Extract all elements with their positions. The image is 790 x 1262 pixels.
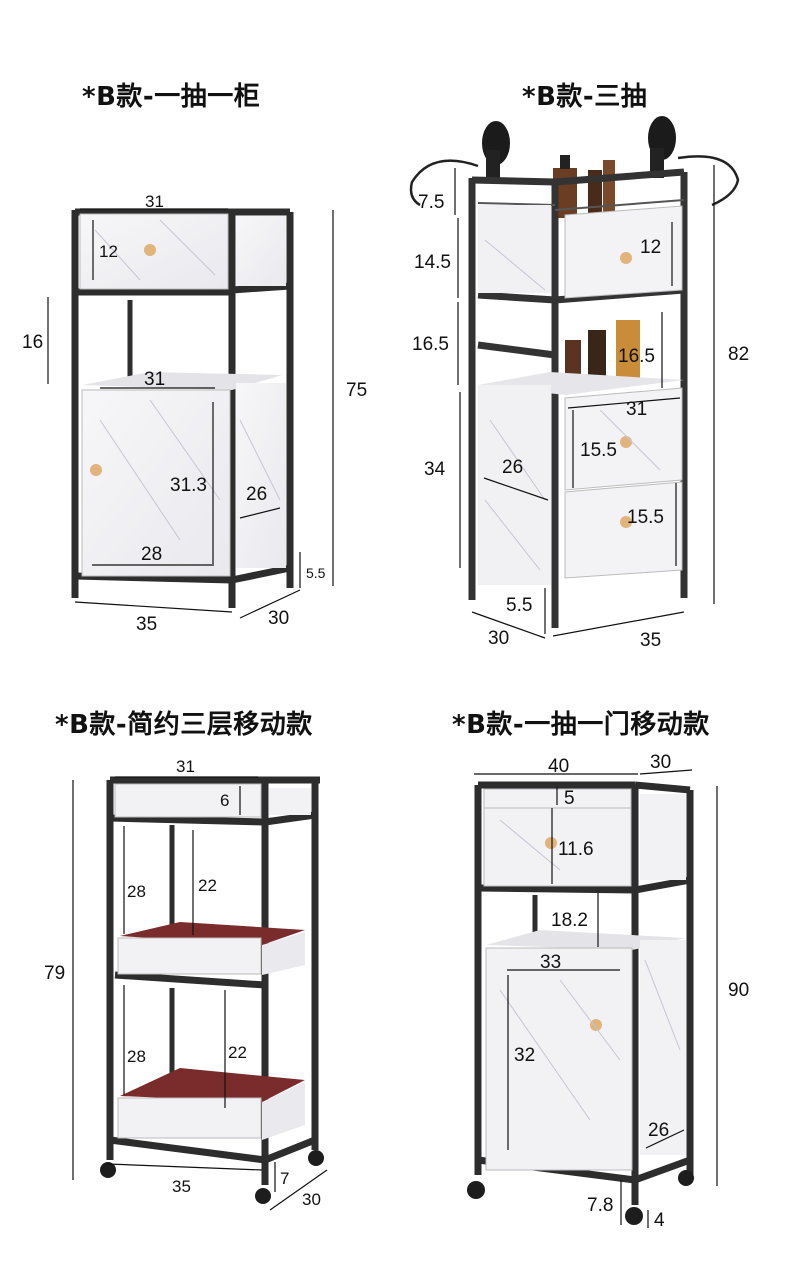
dim-level-gap-right-1: 22 (198, 876, 217, 895)
dim-base-height: 5.5 (306, 565, 326, 581)
dim-shelf-gap: 16 (22, 332, 43, 353)
panel-2-title: *B款-三抽 (522, 82, 648, 112)
dim-level-gap-right-2: 22 (228, 1043, 247, 1062)
dim-total-height: 79 (44, 963, 65, 984)
dim-door-width: 28 (141, 544, 162, 565)
dim-door-height: 31.3 (170, 475, 207, 496)
dim-inner-depth: 26 (246, 484, 267, 505)
dim-outer-depth: 30 (302, 1190, 321, 1209)
dim-drawer-height: 11.6 (558, 839, 594, 860)
dim-shelf-gap: 16.5 (412, 334, 449, 355)
dim-cabinet-width: 33 (540, 952, 561, 973)
dim-drawer-top: 12 (640, 237, 661, 258)
dim-level-gap-left-2: 28 (127, 1047, 146, 1066)
dim-top-depth: 6 (220, 791, 229, 810)
panel-3-title: *B款-简约三层移动款 (55, 710, 313, 740)
dim-outer-depth: 30 (488, 628, 509, 649)
dim-bottle-height: 16.5 (618, 346, 655, 367)
dim-cabinet-height: 34 (424, 459, 446, 480)
dim-base-height: 7 (280, 1169, 289, 1188)
dim-base-gap: 4 (654, 1210, 665, 1231)
dim-top-rail: 7.5 (418, 192, 444, 213)
drawer-knob (545, 837, 557, 849)
dim-outer-width: 40 (548, 756, 569, 777)
panel-4-title: *B款-一抽一门移动款 (452, 710, 710, 740)
frame (71, 208, 294, 608)
dim-outer-width: 35 (172, 1177, 191, 1196)
dim-total-height: 90 (728, 980, 749, 1001)
wheels (467, 1170, 694, 1225)
drawer (79, 213, 229, 290)
panel-1-cabinet-illustration: 31 12 16 31 75 31.3 26 28 5.5 35 30 (0, 180, 395, 650)
dim-outer-width: 35 (640, 630, 661, 651)
dim-top-gap: 5 (564, 788, 575, 809)
dim-inner-depth: 26 (502, 457, 523, 478)
panel-4-cabinet-illustration: 40 30 5 11.6 18.2 33 90 32 26 7.8 4 (395, 750, 790, 1240)
dim-outer-depth: 30 (650, 752, 671, 773)
panel-3-cart-illustration: 31 6 28 22 79 28 22 7 35 30 (0, 750, 395, 1230)
dim-base-height: 5.5 (506, 595, 532, 616)
dim-outer-width: 35 (136, 614, 157, 635)
dim-drawer-top-gap: 14.5 (414, 252, 451, 273)
dim-drawer-width: 31 (626, 399, 647, 420)
panel-1-title: *B款-一抽一柜 (82, 82, 261, 112)
dim-top-width: 31 (176, 757, 195, 776)
dim-inner-depth: 26 (648, 1120, 669, 1141)
dim-level-gap-left-1: 28 (127, 882, 146, 901)
dim-shelf-gap: 18.2 (551, 910, 588, 931)
dim-cabinet-width: 31 (144, 369, 165, 390)
hair-dryer-right (648, 116, 740, 207)
wheels (100, 1150, 324, 1204)
dim-total-height: 75 (346, 380, 367, 401)
dim-door-height: 32 (514, 1045, 535, 1066)
dim-drawer-mid: 15.5 (580, 440, 617, 461)
bottles-middle (565, 320, 640, 388)
hair-dryer-left (409, 121, 510, 207)
door-knob (90, 464, 102, 476)
cabinet-door (81, 389, 231, 577)
drawer-knob (144, 244, 156, 256)
dim-total-height: 82 (728, 344, 749, 365)
dim-drawer-height: 12 (99, 242, 118, 261)
dim-drawer-width: 31 (145, 192, 164, 211)
panel-2-cabinet-illustration: 7.5 12 14.5 16.5 16.5 82 31 15.5 34 26 1… (395, 110, 790, 655)
door-knob (590, 1019, 602, 1031)
dim-wheel-height: 7.8 (587, 1195, 613, 1216)
dim-drawer-bottom: 15.5 (627, 507, 664, 528)
dim-outer-depth: 30 (268, 608, 289, 629)
